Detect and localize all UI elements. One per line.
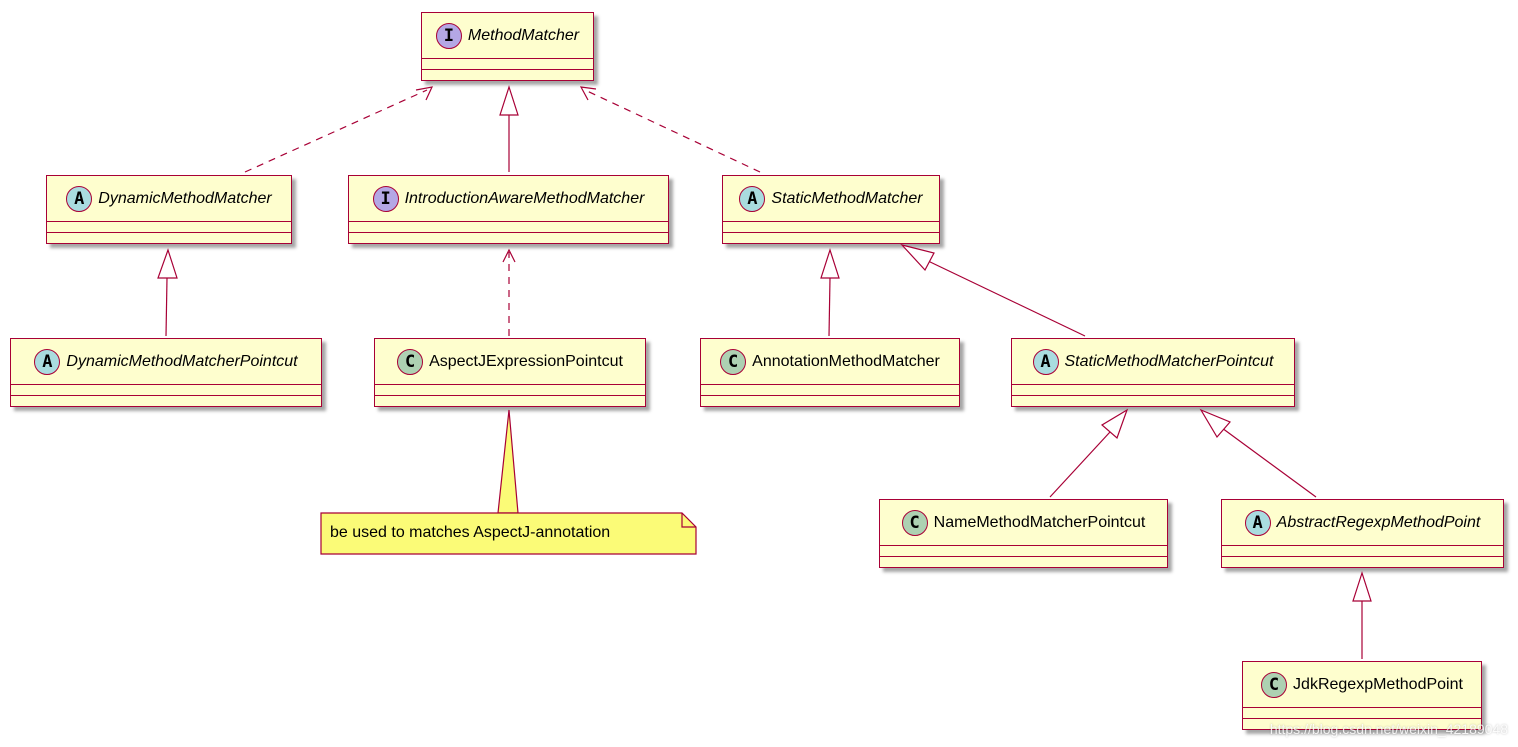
hollow-triangle-arrowhead — [499, 85, 519, 116]
class-name: StaticMethodMatcher — [771, 189, 923, 207]
class-header: A DynamicMethodMatcherPointcut — [11, 339, 321, 385]
class-badge-icon: C — [397, 348, 424, 375]
relation-annotation-to-static — [828, 277, 831, 337]
open-arrowhead — [415, 86, 434, 101]
class-dynamic-method-matcher-pointcut[interactable]: A DynamicMethodMatcherPointcut — [10, 338, 322, 407]
relation-dynamic-to-methodmatcher — [244, 89, 428, 173]
note-shape — [320, 512, 697, 555]
class-badge-icon: C — [720, 348, 747, 375]
class-name-method-matcher-pointcut[interactable]: C NameMethodMatcherPointcut — [879, 499, 1168, 568]
open-arrowhead — [579, 86, 597, 101]
class-dynamic-method-matcher[interactable]: A DynamicMethodMatcher — [46, 175, 292, 244]
class-annotation-method-matcher[interactable]: C AnnotationMethodMatcher — [700, 338, 960, 407]
class-name: AbstractRegexpMethodPoint — [1276, 513, 1481, 531]
abstract-badge-icon: A — [1032, 348, 1059, 375]
hollow-triangle-arrowhead — [1199, 408, 1231, 439]
relation-dynpointcut-to-dynamic — [165, 277, 168, 337]
relation-static-to-methodmatcher — [584, 89, 761, 173]
fields-compartment — [1243, 708, 1481, 719]
class-aspectj-expression-pointcut[interactable]: C AspectJExpressionPointcut — [374, 338, 646, 407]
abstract-badge-icon: A — [739, 185, 766, 212]
note-connector — [497, 409, 519, 514]
relation-staticpointcut-to-static — [925, 259, 1086, 337]
fields-compartment — [349, 222, 668, 233]
class-header: A StaticMethodMatcher — [723, 176, 939, 222]
class-method-matcher[interactable]: I MethodMatcher — [421, 12, 594, 81]
class-name: AspectJExpressionPointcut — [429, 352, 623, 370]
class-jdk-regexp-method-point[interactable]: C JdkRegexpMethodPoint — [1242, 661, 1482, 730]
fields-compartment — [375, 385, 645, 396]
watermark: https://blog.csdn.net/weixin_42189048 — [1269, 721, 1508, 737]
hollow-triangle-arrowhead — [1100, 408, 1129, 440]
abstract-badge-icon: A — [1244, 509, 1271, 536]
fields-compartment — [1222, 546, 1503, 557]
class-header: C JdkRegexpMethodPoint — [1243, 662, 1481, 708]
class-header: A DynamicMethodMatcher — [47, 176, 291, 222]
class-badge-icon: C — [1261, 671, 1288, 698]
class-header: C AspectJExpressionPointcut — [375, 339, 645, 385]
class-header: A StaticMethodMatcherPointcut — [1012, 339, 1294, 385]
class-name: IntroductionAwareMethodMatcher — [404, 189, 645, 207]
interface-badge-icon: I — [372, 185, 399, 212]
class-header: I IntroductionAwareMethodMatcher — [349, 176, 668, 222]
class-badge-icon: C — [901, 509, 928, 536]
class-header: A AbstractRegexpMethodPoint — [1222, 500, 1503, 546]
relation-regexp-to-staticpointcut — [1221, 427, 1317, 498]
class-name: NameMethodMatcherPointcut — [933, 513, 1146, 531]
class-abstract-regexp-method-point[interactable]: A AbstractRegexpMethodPoint — [1221, 499, 1504, 568]
abstract-badge-icon: A — [66, 185, 93, 212]
interface-badge-icon: I — [435, 22, 462, 49]
hollow-triangle-arrowhead — [157, 248, 178, 279]
class-name: StaticMethodMatcherPointcut — [1064, 352, 1274, 370]
class-static-method-matcher-pointcut[interactable]: A StaticMethodMatcherPointcut — [1011, 338, 1295, 407]
hollow-triangle-arrowhead — [820, 248, 840, 279]
class-static-method-matcher[interactable]: A StaticMethodMatcher — [722, 175, 940, 244]
open-arrowhead — [502, 248, 516, 263]
class-header: C NameMethodMatcherPointcut — [880, 500, 1167, 546]
fields-compartment — [422, 59, 593, 70]
class-name: JdkRegexpMethodPoint — [1293, 675, 1463, 693]
hollow-triangle-arrowhead — [1352, 571, 1372, 602]
fields-compartment — [723, 222, 939, 233]
class-header: C AnnotationMethodMatcher — [701, 339, 959, 385]
fields-compartment — [1012, 385, 1294, 396]
class-name: AnnotationMethodMatcher — [752, 352, 940, 370]
relation-name-to-staticpointcut — [1049, 431, 1111, 498]
class-header: I MethodMatcher — [422, 13, 593, 59]
class-name: DynamicMethodMatcher — [98, 189, 272, 207]
note-text: be used to matches AspectJ-annotation — [330, 524, 611, 541]
fields-compartment — [47, 222, 291, 233]
fields-compartment — [11, 385, 321, 396]
hollow-triangle-arrowhead — [900, 243, 935, 272]
fields-compartment — [701, 385, 959, 396]
class-name: DynamicMethodMatcherPointcut — [66, 352, 298, 370]
class-name: MethodMatcher — [467, 26, 580, 44]
fields-compartment — [880, 546, 1167, 557]
note[interactable]: be used to matches AspectJ-annotation — [320, 512, 697, 555]
class-introduction-aware-method-matcher[interactable]: I IntroductionAwareMethodMatcher — [348, 175, 669, 244]
abstract-badge-icon: A — [34, 348, 61, 375]
